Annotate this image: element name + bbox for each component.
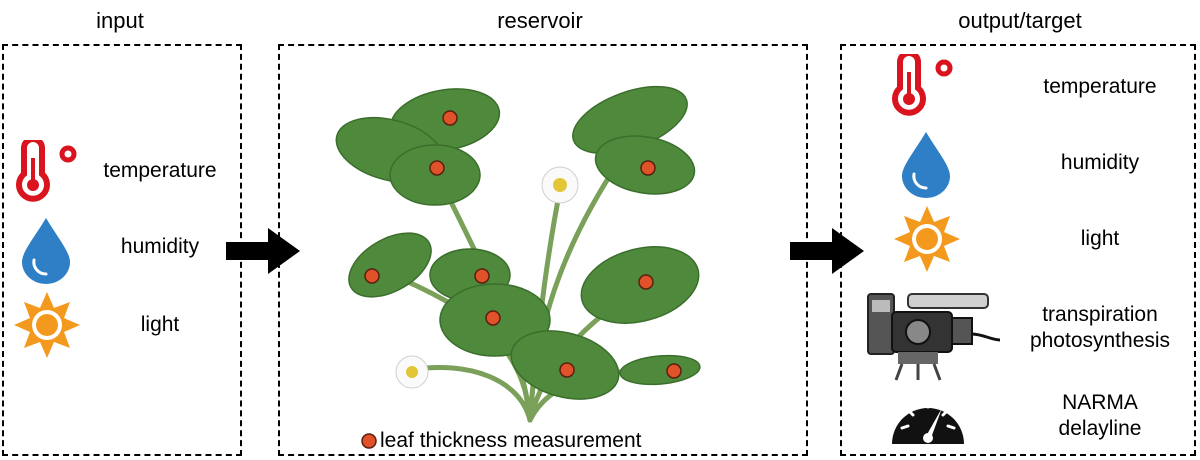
delayline-text: delayline bbox=[1020, 416, 1180, 442]
output-narma-label: NARMA delayline bbox=[1020, 390, 1180, 442]
output-title: output/target bbox=[920, 8, 1120, 34]
transpiration-text: transpiration bbox=[1010, 302, 1190, 328]
output-thermometer-icon bbox=[888, 54, 958, 116]
output-temperature-label: temperature bbox=[1020, 74, 1180, 100]
sensor-dot-icon bbox=[360, 432, 378, 450]
legend-label: leaf thickness measurement bbox=[380, 428, 710, 454]
output-sun-icon bbox=[892, 204, 962, 274]
thermometer-icon bbox=[12, 140, 82, 202]
gauge-icon bbox=[888, 388, 968, 448]
output-humidity-label: humidity bbox=[1030, 150, 1170, 176]
input-light-label: light bbox=[110, 312, 210, 338]
droplet-icon bbox=[20, 216, 72, 284]
strawberry-plant-image bbox=[320, 80, 740, 425]
output-transpiration-label: transpiration photosynthesis bbox=[1010, 302, 1190, 354]
output-droplet-icon bbox=[900, 130, 952, 198]
gas-analyzer-icon bbox=[862, 290, 1002, 382]
photosynthesis-text: photosynthesis bbox=[1010, 328, 1190, 354]
sun-icon bbox=[12, 290, 82, 360]
output-light-label: light bbox=[1050, 226, 1150, 252]
narma-text: NARMA bbox=[1020, 390, 1180, 416]
input-temperature-label: temperature bbox=[85, 158, 235, 184]
input-humidity-label: humidity bbox=[95, 234, 225, 260]
reservoir-title: reservoir bbox=[440, 8, 640, 34]
input-title: input bbox=[60, 8, 180, 34]
